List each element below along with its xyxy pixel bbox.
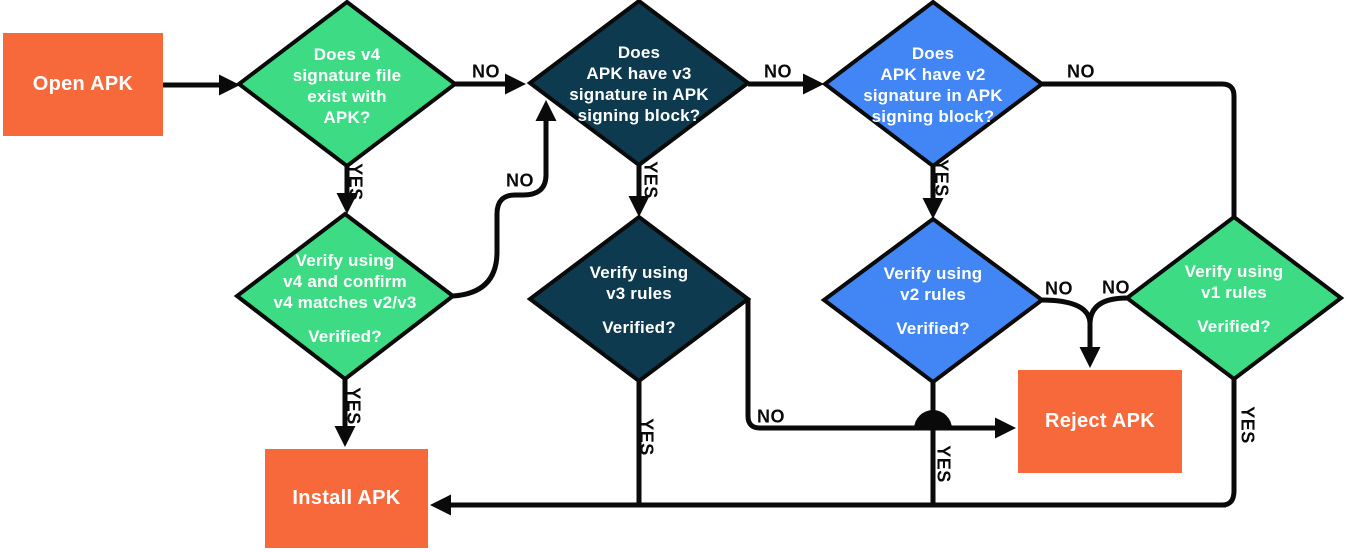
- arrowhead-into-q-v3: [505, 73, 526, 95]
- edge-label-verify-v1-no: NO: [1102, 277, 1130, 298]
- node-open-apk: Open APK: [3, 33, 163, 136]
- verified-question: Verified?: [1197, 317, 1271, 336]
- text-line: signature in APK: [569, 85, 709, 104]
- text-line: v2 rules: [900, 285, 966, 304]
- decision-verify-v2-label: Verify using v2 rules Verified?: [833, 241, 1033, 361]
- edge-label-verify-v3-no: NO: [757, 406, 785, 427]
- text-line: Verify using: [295, 250, 395, 270]
- line-crossing-bridge: [914, 410, 952, 429]
- edge-label-q-v3-yes: YES: [640, 161, 661, 199]
- edge-label-q-v3-no: NO: [764, 61, 792, 82]
- text-line: v4 and confirm: [283, 271, 407, 291]
- arrowhead-into-q-v4: [219, 74, 240, 96]
- text-line: APK have v2: [880, 65, 986, 84]
- node-reject-apk: Reject APK: [1018, 370, 1182, 473]
- text-line: signature in APK: [863, 86, 1003, 105]
- arrowhead-into-q-v2: [803, 73, 824, 95]
- decision-v4-exists-label: Does v4 signature file exist with APK?: [247, 24, 447, 148]
- text-line: Verify using: [589, 263, 689, 282]
- text-line: Verify using: [883, 264, 983, 283]
- node-install-apk: Install APK: [265, 449, 428, 548]
- edge-label-verify-v4-yes: YES: [343, 387, 364, 425]
- decision-verify-v3-shape: [526, 214, 752, 384]
- verified-question: Verified?: [602, 318, 676, 337]
- text-line: APK have v3: [586, 64, 692, 83]
- text-line: signing block?: [871, 107, 995, 126]
- edge-label-verify-v2-yes: YES: [933, 445, 954, 483]
- node-open-apk-label: Open APK: [32, 73, 134, 95]
- edge-label-verify-v2-no: NO: [1045, 278, 1073, 299]
- text-line: v1 rules: [1201, 283, 1267, 302]
- edge-label-verify-v1-yes: YES: [1237, 406, 1258, 444]
- arrowhead-into-reject-left: [995, 417, 1016, 439]
- edge-label-q-v2-no: NO: [1067, 61, 1095, 82]
- decision-v2-signature-shape: [821, 0, 1046, 169]
- verified-question: Verified?: [308, 326, 382, 346]
- text-line: APK?: [323, 108, 371, 127]
- edge-verify-v4-no: [452, 116, 549, 299]
- arrowhead-into-install-top: [334, 426, 356, 447]
- edge-label-verify-v4-no: NO: [506, 170, 534, 191]
- arrowhead-into-verify-v4: [336, 193, 358, 214]
- edge-verify-v1-yes: [1221, 379, 1237, 508]
- decision-v3-signature-shape: [526, 0, 752, 168]
- arrowhead-into-reject-top: [1079, 347, 1101, 368]
- text-line: Verify using: [1184, 262, 1284, 281]
- decision-verify-v2-shape: [820, 216, 1046, 385]
- edge-verify-v1-no: [1087, 295, 1128, 325]
- text-line: Does: [617, 43, 661, 62]
- decision-v3-signature-label: Does APK have v3 signature in APK signin…: [539, 22, 739, 146]
- verified-question: Verified?: [896, 319, 970, 338]
- text-line: v3 rules: [606, 284, 672, 303]
- edge-q-v2-no: [1041, 81, 1237, 218]
- decision-verify-v1-shape: [1123, 214, 1345, 382]
- text-line: v4 matches v2/v3: [273, 292, 417, 312]
- decision-verify-v3-label: Verify using v3 rules Verified?: [539, 240, 739, 360]
- text-line: Does: [911, 44, 955, 63]
- arrowhead-verify-v4-no-up: [535, 100, 557, 121]
- decision-verify-v1-label: Verify using v1 rules Verified?: [1134, 239, 1334, 359]
- decision-verify-v4-shape: [233, 211, 457, 382]
- decision-verify-v4-label: Verify using v4 and confirm v4 matches v…: [245, 228, 445, 368]
- node-reject-apk-label: Reject APK: [1044, 410, 1156, 432]
- node-install-apk-label: Install APK: [292, 487, 401, 509]
- arrowhead-into-install-right: [430, 494, 451, 516]
- decision-v2-signature-label: Does APK have v2 signature in APK signin…: [833, 23, 1033, 147]
- text-line: signature file: [292, 66, 402, 85]
- edge-verify-v3-no: [745, 299, 1000, 431]
- edge-label-q-v2-yes: YES: [931, 159, 952, 197]
- edge-label-verify-v3-yes: YES: [636, 418, 657, 456]
- edge-label-q-v4-no: NO: [472, 61, 500, 82]
- edge-verify-v2-no: [1040, 297, 1093, 325]
- decision-v4-exists-shape: [235, 0, 459, 169]
- text-line: signing block?: [577, 106, 701, 125]
- arrowhead-into-verify-v3: [628, 196, 650, 217]
- text-line: Does v4: [313, 45, 381, 64]
- text-line: exist with: [307, 87, 387, 106]
- arrowhead-into-verify-v2: [922, 198, 944, 219]
- edge-label-q-v4-yes: YES: [345, 163, 366, 201]
